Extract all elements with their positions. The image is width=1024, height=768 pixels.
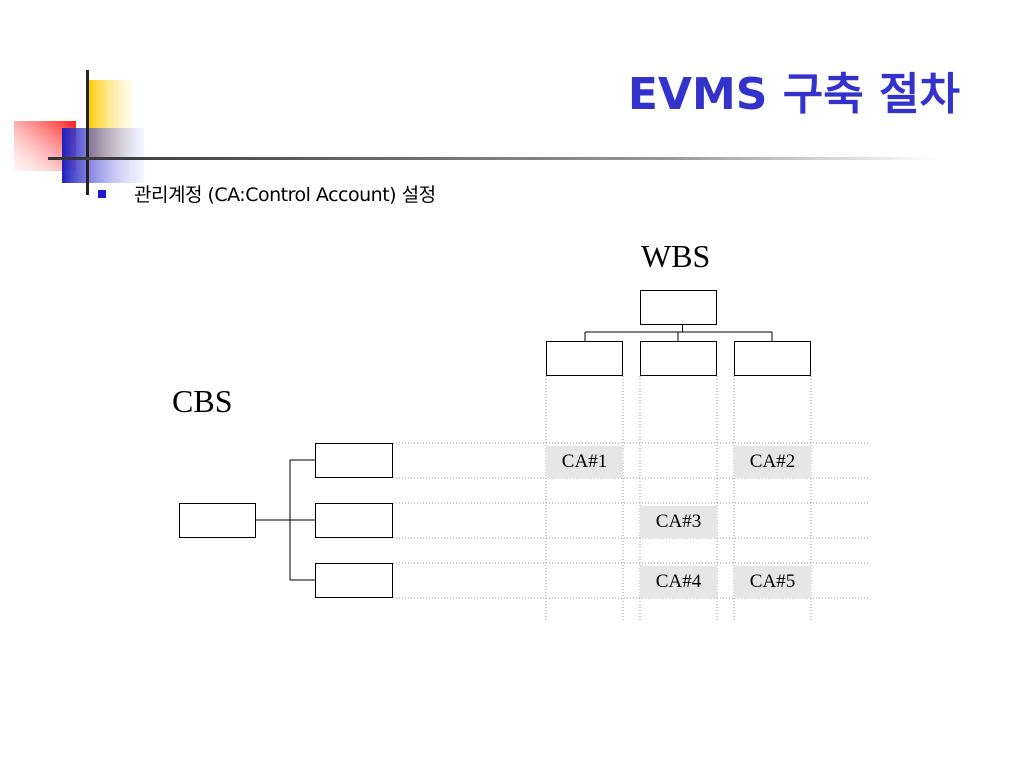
- cbs-child-box-2: [315, 503, 393, 538]
- control-account-cell: CA#4: [640, 566, 717, 598]
- cbs-root-box: [179, 503, 256, 538]
- decor-blue-square: [62, 128, 144, 183]
- wbs-root-box: [640, 290, 717, 325]
- cbs-child-box-1: [315, 443, 393, 478]
- wbs-child-box-2: [640, 341, 717, 376]
- control-account-cell: CA#2: [734, 446, 811, 478]
- title-underline: [48, 157, 940, 160]
- cbs-label: CBS: [172, 383, 233, 419]
- decor-vertical-line: [86, 70, 89, 195]
- wbs-connectors: [584, 324, 773, 341]
- slide-title: EVMS 구축 절차: [627, 69, 960, 120]
- wbs-child-box-1: [546, 341, 623, 376]
- bullet-text: 관리계정 (CA:Control Account) 설정: [134, 183, 436, 206]
- control-account-cell: CA#3: [640, 506, 717, 538]
- wbs-label: WBS: [641, 238, 711, 274]
- bullet-item: 관리계정 (CA:Control Account) 설정: [98, 178, 436, 208]
- cbs-child-box-3: [315, 563, 393, 598]
- control-account-cell: CA#1: [546, 446, 623, 478]
- bullet-square-icon: [98, 190, 106, 198]
- wbs-child-box-3: [734, 341, 811, 376]
- control-account-cell: CA#5: [734, 566, 811, 598]
- cbs-connectors: [256, 459, 315, 581]
